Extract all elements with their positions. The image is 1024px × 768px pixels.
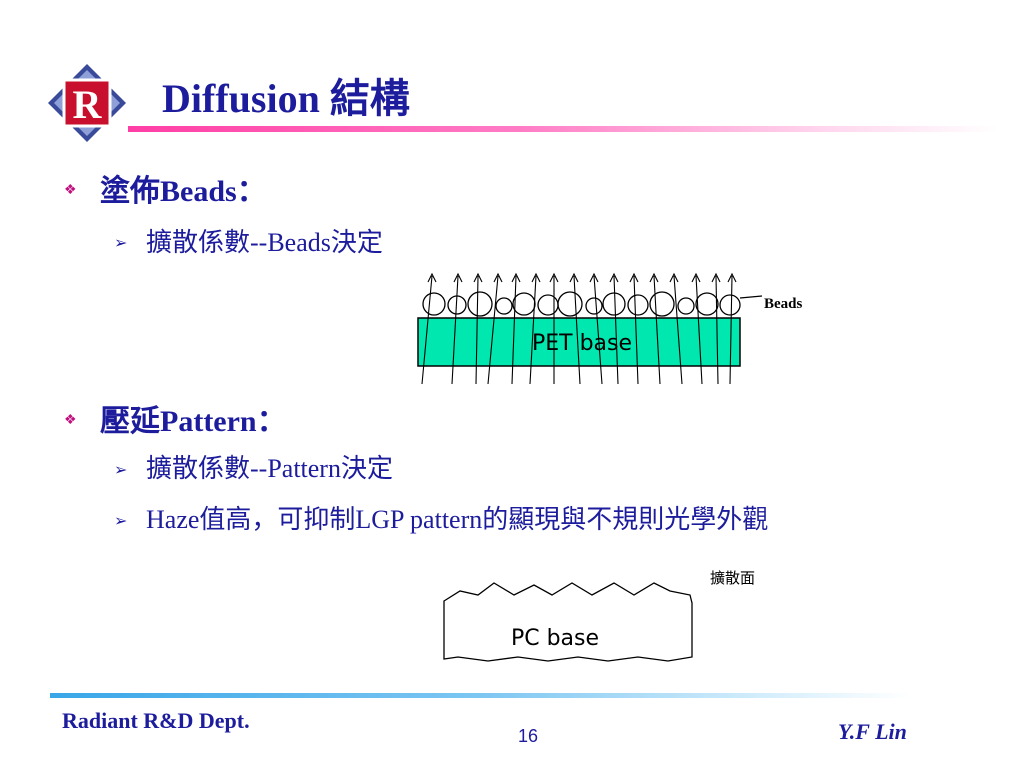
arrow-bullet-icon: ➢ (114, 462, 128, 479)
arrow-bullet-icon: ➢ (114, 513, 128, 530)
section2-item-1: 擴散係數--Pattern決定 (146, 454, 393, 483)
beads-callout: Beads (764, 296, 803, 312)
pet-base-label: PET base (532, 331, 632, 356)
light-ray-arrows (421, 272, 737, 385)
radiant-logo-icon: R (48, 64, 126, 142)
beads-row (422, 291, 741, 317)
footer-department: Radiant R&D Dept. (62, 708, 250, 733)
title-underline (128, 126, 998, 132)
section2-item-2: Haze值高，可抑制LGP pattern的顯現與不規則光學外觀 (146, 505, 769, 534)
beads-diagram: PET base Beads (417, 272, 803, 385)
section1-heading: 塗佈Beads： (100, 175, 267, 208)
slide-title: Diffusion 結構 (162, 76, 410, 121)
pc-base-diagram: PC base 擴散面 (443, 569, 755, 662)
arrow-bullet-icon: ➢ (114, 235, 128, 252)
section2-heading: 壓延Pattern： (100, 405, 287, 438)
section1-item-1: 擴散係數--Beads決定 (146, 228, 383, 257)
pc-base-label: PC base (511, 626, 599, 651)
footer-author: Y.F Lin (838, 719, 907, 744)
diamond-bullet-icon: ❖ (64, 413, 77, 428)
logo-letter: R (73, 82, 103, 127)
diamond-bullet-icon: ❖ (64, 183, 77, 198)
diffusion-surface-callout: 擴散面 (710, 569, 755, 587)
footer-rule (50, 693, 910, 698)
page-number: 16 (518, 726, 539, 746)
